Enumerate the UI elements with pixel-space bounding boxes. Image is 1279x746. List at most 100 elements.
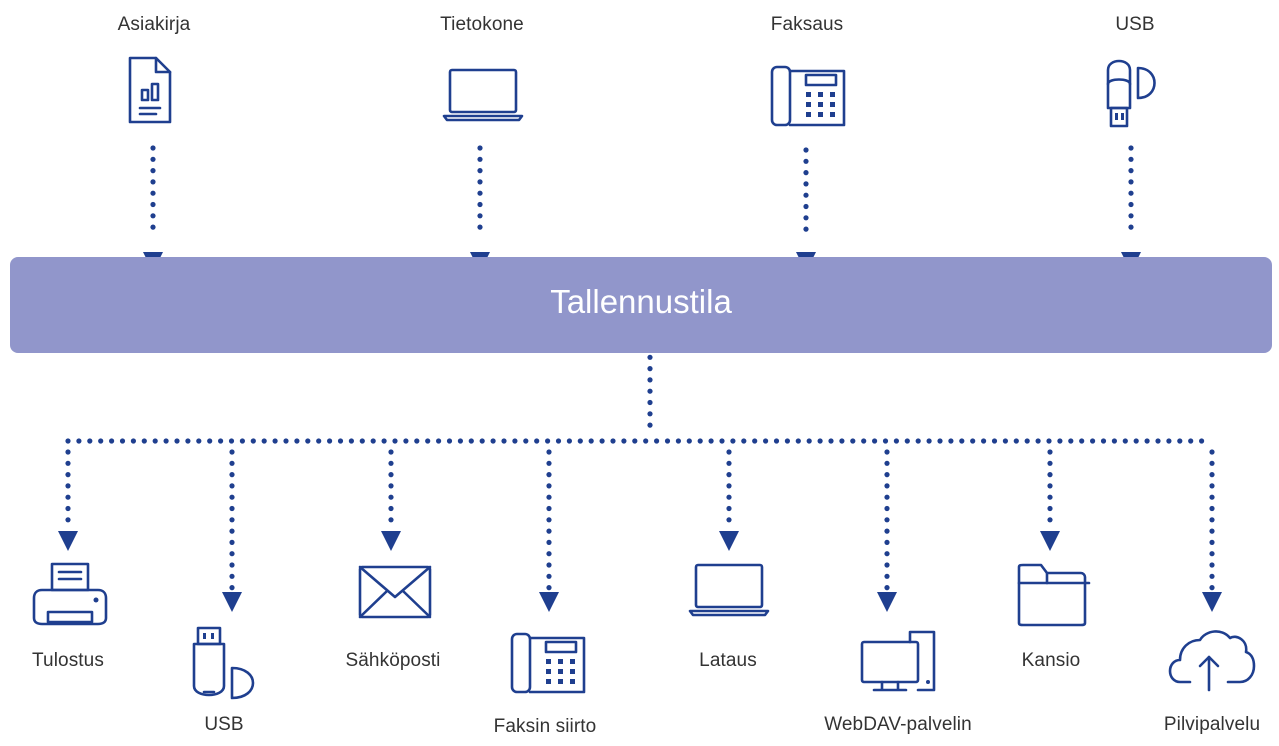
trunk-connector-dot <box>647 411 653 417</box>
bus-connector-dot <box>272 438 278 444</box>
laptop-icon <box>442 68 524 122</box>
input-connector-dot <box>477 190 483 196</box>
output-connector-dot <box>884 573 890 579</box>
trunk-connector-dot <box>647 366 653 372</box>
input-label-computer: Tietokone <box>440 14 524 35</box>
output-connector-dot <box>1047 494 1053 500</box>
output-connector-dot <box>884 505 890 512</box>
bus-connector-dot <box>1035 438 1041 444</box>
bus-connector-dot <box>370 438 376 444</box>
bus-connector-dot <box>1144 438 1150 444</box>
bus-connector-dot <box>817 438 823 444</box>
bus-connector-dot <box>1002 438 1009 444</box>
bus-connector-dot <box>1133 438 1139 444</box>
bus-connector-dot <box>414 438 420 444</box>
output-connector-dot <box>884 472 890 478</box>
output-connector-dot <box>1209 483 1215 489</box>
output-connector-dot <box>388 449 394 455</box>
output-connector-dot <box>388 483 394 489</box>
bus-connector-dot <box>1068 438 1074 444</box>
output-connector-dot <box>1047 472 1053 478</box>
output-connector-dot <box>726 449 732 455</box>
input-connector-dot <box>150 145 156 151</box>
bus-connector-dot <box>283 438 289 444</box>
output-connector-dot <box>726 494 732 500</box>
input-label-fax: Faksaus <box>770 14 844 35</box>
bus-connector-dot <box>130 438 136 444</box>
output-connector-dot <box>546 494 552 500</box>
input-connector-dot <box>477 156 483 162</box>
output-connector-dot <box>726 483 732 489</box>
output-connector-dot <box>1209 528 1215 534</box>
bus-connector-dot <box>468 438 474 444</box>
output-connector-dot <box>726 460 732 466</box>
input-connector-dot <box>803 170 809 176</box>
bus-connector-dot <box>981 438 987 444</box>
output-connector-dot <box>726 517 732 523</box>
bus-connector-dot <box>501 438 507 444</box>
output-connector-dot <box>884 562 890 568</box>
output-connector-dot <box>1209 551 1215 557</box>
bus-connector-dot <box>436 438 442 444</box>
output-label-download: Lataus <box>699 650 757 671</box>
output-connector-dot <box>229 472 235 478</box>
bus-connector-dot <box>185 438 191 444</box>
trunk-connector-dot <box>647 399 653 406</box>
bus-connector-dot <box>523 438 529 444</box>
input-connector-dot <box>150 156 156 162</box>
output-connector-dot <box>65 472 71 478</box>
input-connector-dot <box>477 224 483 230</box>
bus-connector-dot <box>882 438 889 444</box>
output-connector-dot <box>65 505 71 512</box>
bus-connector-dot <box>948 438 954 444</box>
output-arrowhead <box>719 531 739 551</box>
output-connector-dot <box>546 449 552 455</box>
input-connector-dot <box>477 213 483 219</box>
output-connector-dot <box>229 517 235 523</box>
bus-connector-dot <box>65 438 71 444</box>
output-connector-dot <box>546 472 552 478</box>
input-connector-dot <box>477 179 483 185</box>
input-connector-dot <box>803 181 809 187</box>
bus-connector-dot <box>632 438 638 444</box>
bus-connector-dot <box>392 438 398 444</box>
output-label-folder: Kansio <box>1021 650 1081 671</box>
output-connector-dot <box>388 472 394 478</box>
bus-connector-dot <box>893 438 900 444</box>
input-connector-dot <box>1128 224 1134 230</box>
bus-connector-dot <box>152 438 158 444</box>
output-connector-dot <box>546 551 552 557</box>
bus-connector-dot <box>719 438 725 444</box>
bus-connector-dot <box>599 438 605 444</box>
input-connector-dot <box>150 190 156 196</box>
output-connector-dot <box>546 505 552 512</box>
usb-drive-icon <box>192 626 255 700</box>
input-connector-dot <box>477 145 483 151</box>
usb-drive-icon <box>1106 59 1156 128</box>
fax-phone-icon <box>510 632 586 694</box>
output-arrowhead <box>539 592 559 612</box>
input-connector-dot <box>1128 201 1134 208</box>
bus-connector-dot <box>795 438 801 444</box>
bus-connector-dot <box>675 438 682 444</box>
bus-connector-dot <box>697 438 703 444</box>
bus-connector-dot <box>1079 438 1085 444</box>
bus-connector-dot <box>708 438 714 444</box>
output-connector-dot <box>1209 585 1215 591</box>
bus-connector-dot <box>337 438 344 444</box>
output-label-email: Sähköposti <box>345 650 441 671</box>
bus-connector-dot <box>98 438 104 444</box>
folder-icon <box>1017 563 1091 627</box>
bus-connector-dot <box>490 438 496 444</box>
output-connector-dot <box>229 528 235 534</box>
bus-connector-dot <box>261 438 267 444</box>
input-connector-dot <box>1128 156 1134 162</box>
output-connector-dot <box>1047 505 1053 512</box>
bus-connector-dot <box>1111 438 1117 444</box>
bus-connector-dot <box>654 438 660 444</box>
output-connector-dot <box>1209 562 1215 568</box>
bus-connector-dot <box>196 438 202 444</box>
printer-icon <box>32 562 108 626</box>
output-connector-dot <box>65 494 71 500</box>
